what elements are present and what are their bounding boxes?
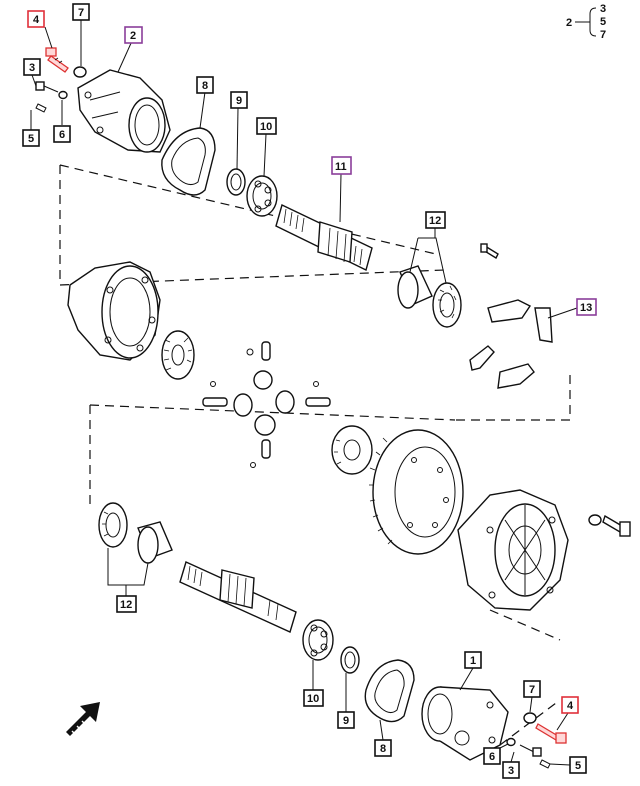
bevel-gear-top [161,330,195,380]
bolt-bottom [535,723,567,744]
housing-top [77,69,171,153]
screw-bottom [506,737,551,769]
callout-13: 13 [580,302,592,314]
seal-ring-top [226,168,246,196]
callout-4-top: 4 [33,14,40,26]
callout-2: 2 [130,30,136,42]
bolt-top [45,47,69,73]
callout-8-bottom: 8 [380,743,386,755]
bearing-bottom [302,619,334,661]
bearing-cone-bottom [98,502,128,548]
callout-6-top: 6 [59,129,65,141]
callout-5-bottom: 5 [575,760,581,772]
callout-12-top: 12 [429,215,441,227]
bearing-cone-top [432,282,462,328]
diff-case-bottom [457,489,569,611]
lock-plates [469,299,553,389]
shaft-bottom [179,561,297,633]
arrow-icon [66,702,100,737]
callout-8-top: 8 [202,80,208,92]
callout-11: 11 [335,161,347,173]
legend-item-3: 7 [600,29,606,41]
callout-7-bottom: 7 [529,684,535,696]
spider-gears [202,341,331,468]
callout-6-bottom: 6 [489,751,495,763]
callout-3-top: 3 [29,62,35,74]
callout-1: 1 [470,655,476,667]
callout-9-bottom: 9 [343,715,349,727]
callout-5-top: 5 [28,133,34,145]
leader-lines [30,19,578,766]
legend-item-1: 3 [600,3,606,15]
legend-item-2: 5 [600,16,606,28]
callout-10-bottom: 10 [307,693,319,705]
bearing-cup-bottom [137,521,173,564]
side-gear [331,425,373,475]
legend-root: 2 [566,17,572,29]
callout-9-top: 9 [236,95,242,107]
callout-4-bottom: 4 [567,700,574,712]
seal-ring-bottom [340,646,360,674]
bolt-right [588,514,631,537]
callout-12-bottom: 12 [120,599,132,611]
callout-3-bottom: 3 [508,765,514,777]
bearing-cup-top [397,265,433,309]
gasket-bottom [364,659,415,723]
bolt-mid [480,243,499,259]
ring-gear [369,429,464,555]
washer-bottom [523,712,537,724]
legend: 2 3 5 7 [566,3,606,41]
gasket-top [161,127,216,196]
housing-bottom [421,686,509,761]
bearing-top [246,175,278,217]
shaft-top [275,204,373,272]
callout-7-top: 7 [78,7,84,19]
washer-top [73,66,87,78]
diff-case-top [67,261,161,361]
callouts: 4 7 2 3 5 6 8 9 10 11 12 13 12 10 9 8 1 [22,3,597,779]
callout-10-top: 10 [260,121,272,133]
